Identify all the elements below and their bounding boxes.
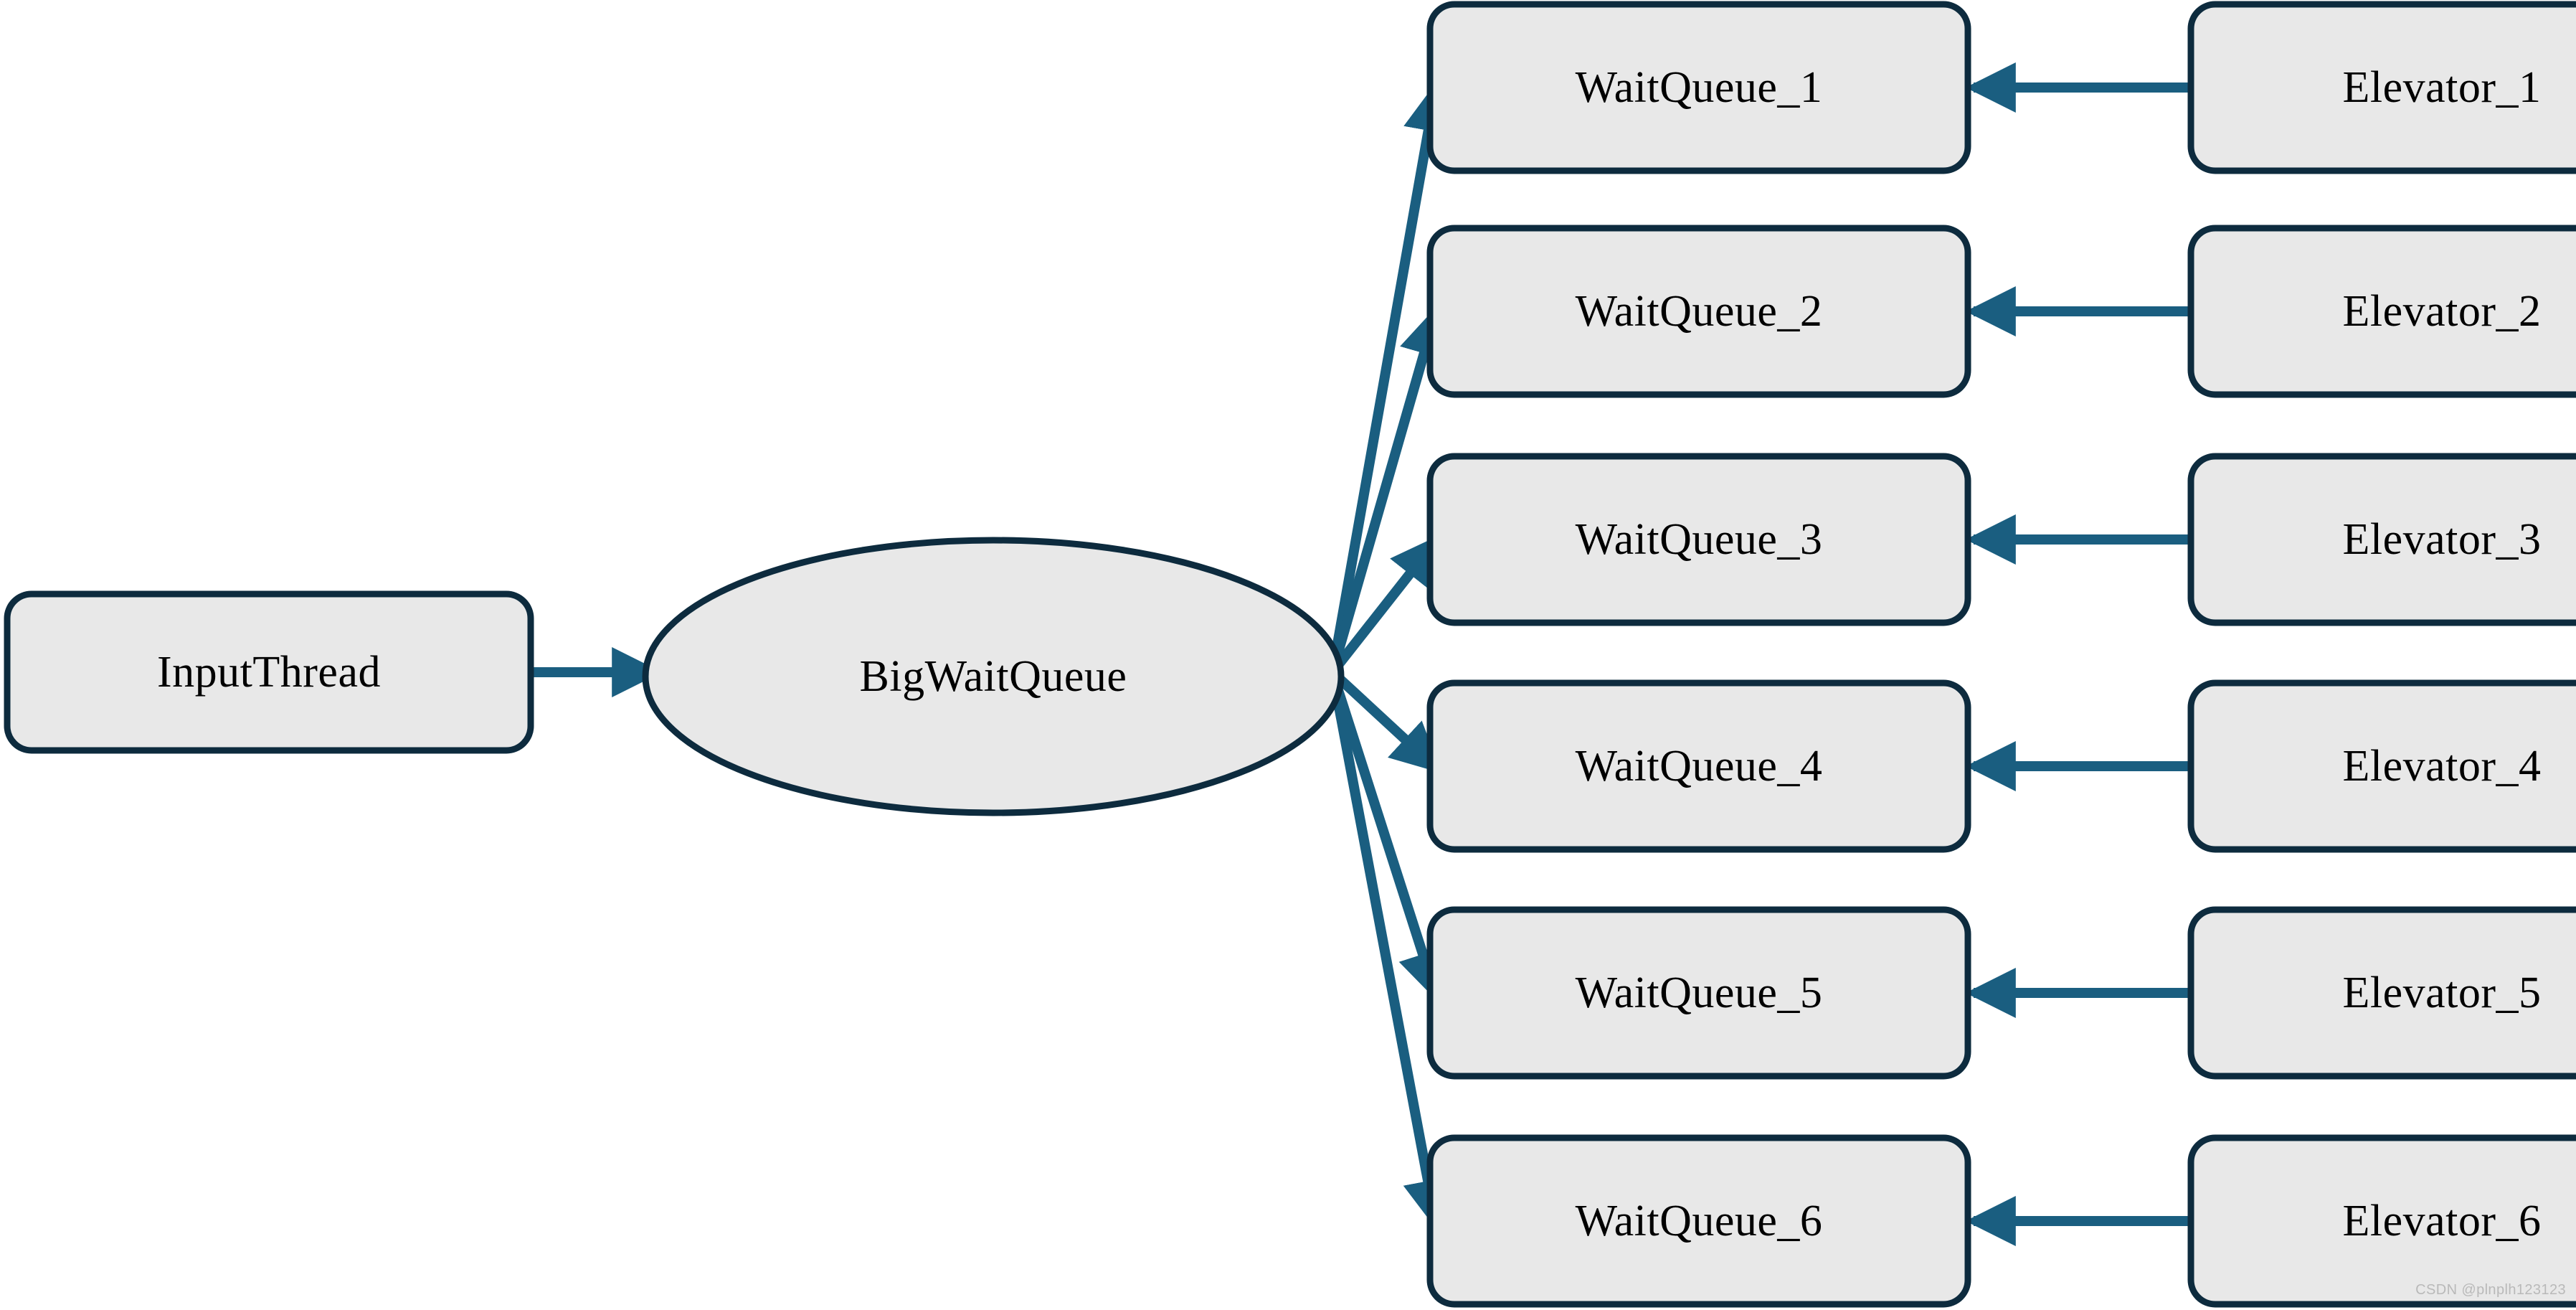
node-elevator-4[interactable] <box>2187 679 2576 853</box>
node-elevator-2[interactable] <box>2187 225 2576 398</box>
node-elevator-3[interactable] <box>2187 453 2576 626</box>
node-waitqueue-3[interactable] <box>1426 453 1971 626</box>
node-elevator-5[interactable] <box>2187 906 2576 1080</box>
elevator-edges-group <box>1965 62 2191 1246</box>
edge-big-wait-queue-to-wait-queue-6 <box>1327 671 1453 1231</box>
node-elevator-6[interactable] <box>2187 1134 2576 1308</box>
csdn-watermark: CSDN @plnplh123123 <box>2415 1282 2566 1298</box>
edge-big-wait-queue-to-wait-queue-1 <box>1327 80 1454 674</box>
node-big-wait-queue[interactable] <box>642 537 1345 816</box>
node-waitqueue-2[interactable] <box>1426 225 1971 398</box>
edge-big-wait-queue-to-wait-queue-5 <box>1327 670 1447 1002</box>
node-elevator-1[interactable] <box>2187 1 2576 174</box>
node-waitqueue-1[interactable] <box>1426 1 1971 174</box>
fanout-edges-group <box>1327 80 1454 1231</box>
edge-big-wait-queue-to-wait-queue-4 <box>1329 668 1442 773</box>
node-waitqueue-6[interactable] <box>1426 1134 1971 1308</box>
node-inputthread[interactable] <box>4 590 534 754</box>
node-waitqueue-5[interactable] <box>1426 906 1971 1080</box>
edge-big-wait-queue-to-wait-queue-2 <box>1327 305 1449 674</box>
edge-big-wait-queue-to-wait-queue-3 <box>1328 534 1441 676</box>
node-shapes-group <box>4 1 2576 1308</box>
node-waitqueue-4[interactable] <box>1426 679 1971 853</box>
